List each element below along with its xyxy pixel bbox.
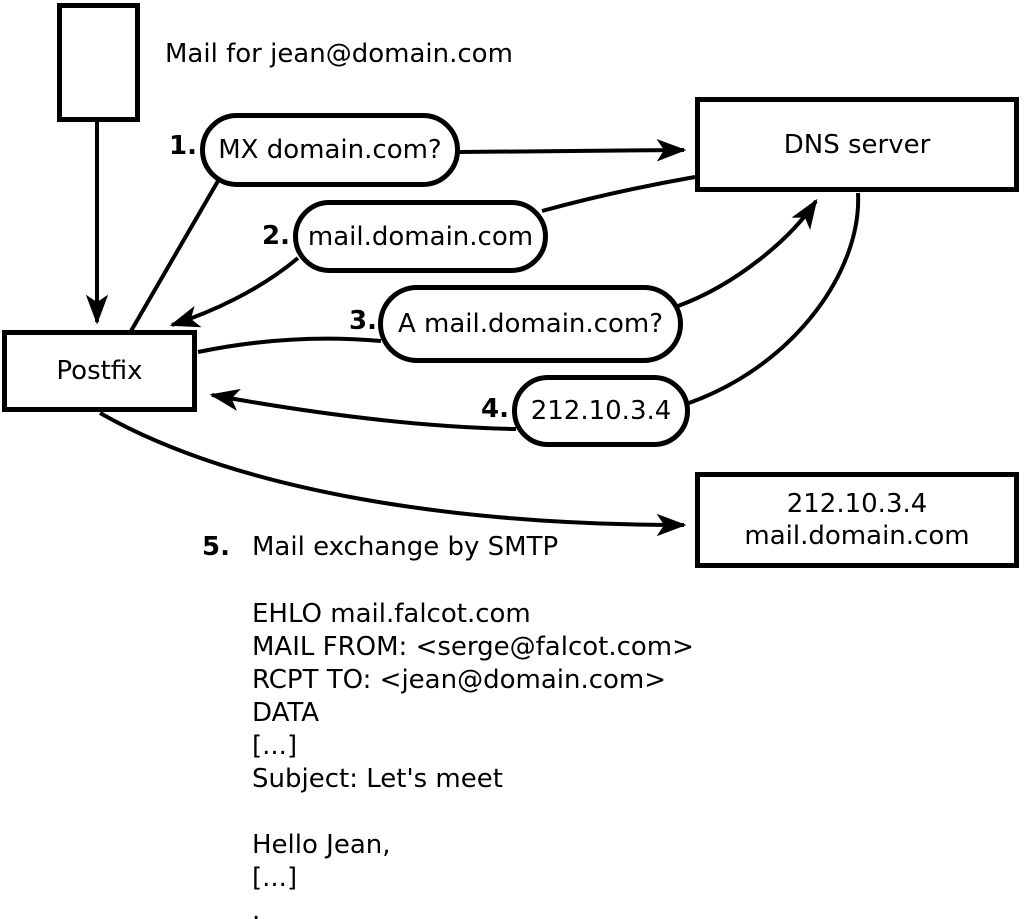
smtp-line: Hello Jean, bbox=[252, 830, 391, 860]
node-dns-server: DNS server bbox=[695, 97, 1019, 192]
pill-step-3-label: A mail.domain.com? bbox=[398, 309, 663, 339]
node-dns-server-label: DNS server bbox=[783, 129, 931, 160]
pill-step-2-label: mail.domain.com bbox=[307, 221, 534, 252]
step-3-number: 3. bbox=[349, 306, 377, 336]
smtp-line: [...] bbox=[252, 731, 298, 761]
node-postfix-label: Postfix bbox=[56, 356, 143, 386]
line-dns-to-pill2 bbox=[541, 175, 696, 213]
smtp-line: DATA bbox=[252, 698, 319, 728]
step-2-number: 2. bbox=[262, 221, 290, 251]
smtp-line: RCPT TO: <jean@domain.com> bbox=[252, 665, 667, 695]
smtp-line: MAIL FROM: <serge@falcot.com> bbox=[252, 632, 694, 662]
arrow-pill3-to-dns bbox=[677, 198, 818, 308]
smtp-line: [...] bbox=[252, 863, 298, 893]
pill-step-1-mx-query: MX domain.com? bbox=[200, 113, 460, 187]
arrow-pill1-to-dns bbox=[458, 139, 687, 162]
pill-step-4-label: 212.10.3.4 bbox=[530, 396, 672, 426]
smtp-line bbox=[252, 796, 694, 829]
line-postfix-to-pill1 bbox=[129, 179, 220, 333]
pill-step-2-mx-answer: mail.domain.com bbox=[293, 200, 548, 273]
mail-icon bbox=[57, 3, 140, 122]
arrow-pill4-to-postfix bbox=[209, 388, 517, 431]
smtp-line: EHLO mail.falcot.com bbox=[252, 599, 531, 629]
caption-mail-for: Mail for jean@domain.com bbox=[165, 39, 513, 69]
arrow-pill2-to-postfix bbox=[169, 256, 300, 328]
step-4-number: 4. bbox=[481, 394, 509, 424]
node-mail-server-ip: 212.10.3.4 bbox=[786, 489, 928, 519]
node-mail-server-host: mail.domain.com bbox=[744, 521, 970, 551]
step-1-number: 1. bbox=[169, 131, 197, 161]
pill-step-4-a-answer: 212.10.3.4 bbox=[512, 375, 690, 447]
node-postfix: Postfix bbox=[2, 330, 197, 412]
smtp-line: Subject: Let's meet bbox=[252, 764, 503, 794]
node-mail-server: 212.10.3.4 mail.domain.com bbox=[695, 472, 1019, 568]
pill-step-1-label: MX domain.com? bbox=[218, 135, 442, 165]
smtp-session-transcript: EHLO mail.falcot.com MAIL FROM: <serge@f… bbox=[252, 598, 694, 919]
smtp-line: . bbox=[252, 896, 261, 919]
step-5-label: Mail exchange by SMTP bbox=[252, 532, 559, 562]
arrow-postfix-to-mailserver bbox=[99, 411, 687, 537]
line-dns-to-pill4 bbox=[688, 192, 861, 405]
pill-step-3-a-query: A mail.domain.com? bbox=[378, 285, 683, 363]
line-postfix-to-pill3 bbox=[197, 336, 382, 354]
step-5-number: 5. bbox=[202, 532, 230, 562]
